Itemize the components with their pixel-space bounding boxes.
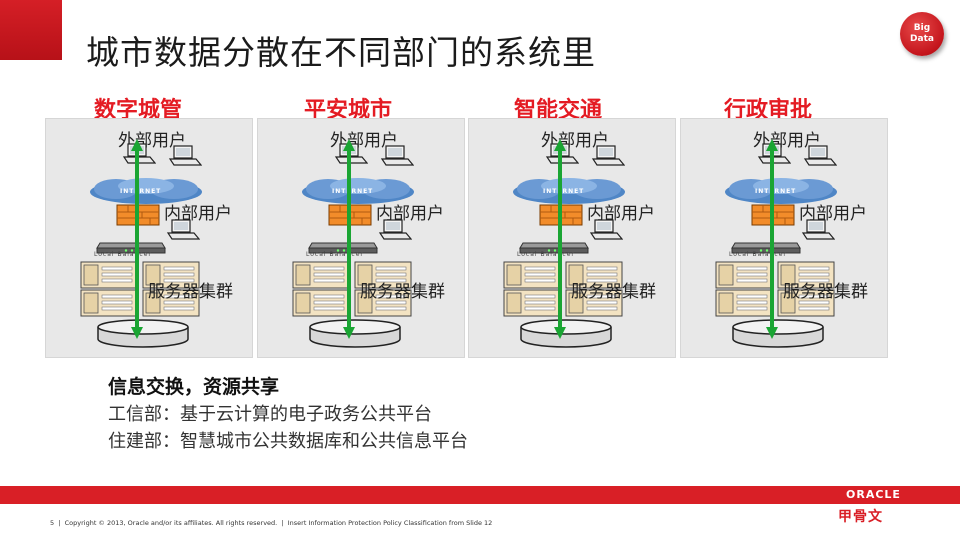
load-balancer-icon	[308, 239, 378, 258]
load-balancer-label: Local Balancer	[306, 251, 364, 258]
big-data-badge: Big Data	[900, 12, 944, 56]
load-balancer-label: Local Balancer	[517, 251, 575, 258]
computer-icon	[801, 219, 836, 245]
load-balancer-icon	[96, 239, 166, 258]
computer-icon	[378, 219, 413, 245]
internet-label: INTERNET	[120, 188, 162, 195]
info-line: 工信部：基于云计算的电子政务公共平台	[108, 404, 432, 425]
bidirectional-arrow-icon	[553, 139, 567, 343]
bidirectional-arrow-icon	[342, 139, 356, 343]
corner-accent-bar	[0, 0, 62, 60]
server-cluster-label: 服务器集群	[783, 282, 868, 302]
server-icon	[715, 289, 773, 321]
server-icon	[80, 289, 138, 321]
server-cluster-label: 服务器集群	[571, 282, 656, 302]
bidirectional-arrow-icon	[765, 139, 779, 343]
internet-cloud-icon	[721, 177, 839, 211]
badge-line1: Big	[913, 23, 931, 33]
page-number: 5	[50, 519, 55, 527]
server-cluster-label: 服务器集群	[360, 282, 445, 302]
internet-cloud-icon	[509, 177, 627, 211]
internet-label: INTERNET	[543, 188, 585, 195]
classification-text: Insert Information Protection Policy Cla…	[287, 519, 493, 527]
internet-cloud-icon	[298, 177, 416, 211]
oracle-logo: ORACLE	[846, 488, 901, 501]
footer-bar	[0, 486, 960, 504]
oracle-cn-logo: 甲骨文	[838, 509, 883, 525]
database-disk-icon	[96, 319, 190, 353]
server-icon	[777, 261, 835, 293]
load-balancer-label: Local Balancer	[729, 251, 787, 258]
computer-icon	[589, 219, 624, 245]
server-icon	[292, 289, 350, 321]
internal-users-label: 内部用户	[799, 204, 867, 224]
server-icon	[80, 261, 138, 293]
server-icon	[354, 289, 412, 321]
server-icon	[777, 289, 835, 321]
server-icon	[292, 261, 350, 293]
internet-label: INTERNET	[755, 188, 797, 195]
server-icon	[142, 261, 200, 293]
bidirectional-arrow-icon	[130, 139, 144, 343]
slide-title: 城市数据分散在不同部门的系统里	[86, 33, 596, 72]
computer-icon	[591, 145, 626, 171]
info-heading: 信息交换，资源共享	[108, 376, 280, 398]
computer-icon	[380, 145, 415, 171]
internet-label: INTERNET	[332, 188, 374, 195]
footer-text: 5 | Copyright © 2013, Oracle and/or its …	[50, 519, 493, 527]
internal-users-label: 内部用户	[587, 204, 655, 224]
info-line: 住建部：智慧城市公共数据库和公共信息平台	[108, 431, 468, 452]
database-disk-icon	[731, 319, 825, 353]
computer-icon	[168, 145, 203, 171]
load-balancer-icon	[731, 239, 801, 258]
server-icon	[142, 289, 200, 321]
load-balancer-icon	[519, 239, 589, 258]
server-icon	[565, 261, 623, 293]
internet-cloud-icon	[86, 177, 204, 211]
copyright-text: Copyright © 2013, Oracle and/or its affi…	[64, 519, 278, 527]
server-icon	[503, 289, 561, 321]
database-disk-icon	[519, 319, 613, 353]
server-icon	[715, 261, 773, 293]
server-icon	[565, 289, 623, 321]
internal-users-label: 内部用户	[164, 204, 232, 224]
computer-icon	[803, 145, 838, 171]
load-balancer-label: Local Balancer	[94, 251, 152, 258]
badge-line2: Data	[910, 34, 934, 44]
server-icon	[503, 261, 561, 293]
server-cluster-label: 服务器集群	[148, 282, 233, 302]
computer-icon	[166, 219, 201, 245]
internal-users-label: 内部用户	[376, 204, 444, 224]
server-icon	[354, 261, 412, 293]
